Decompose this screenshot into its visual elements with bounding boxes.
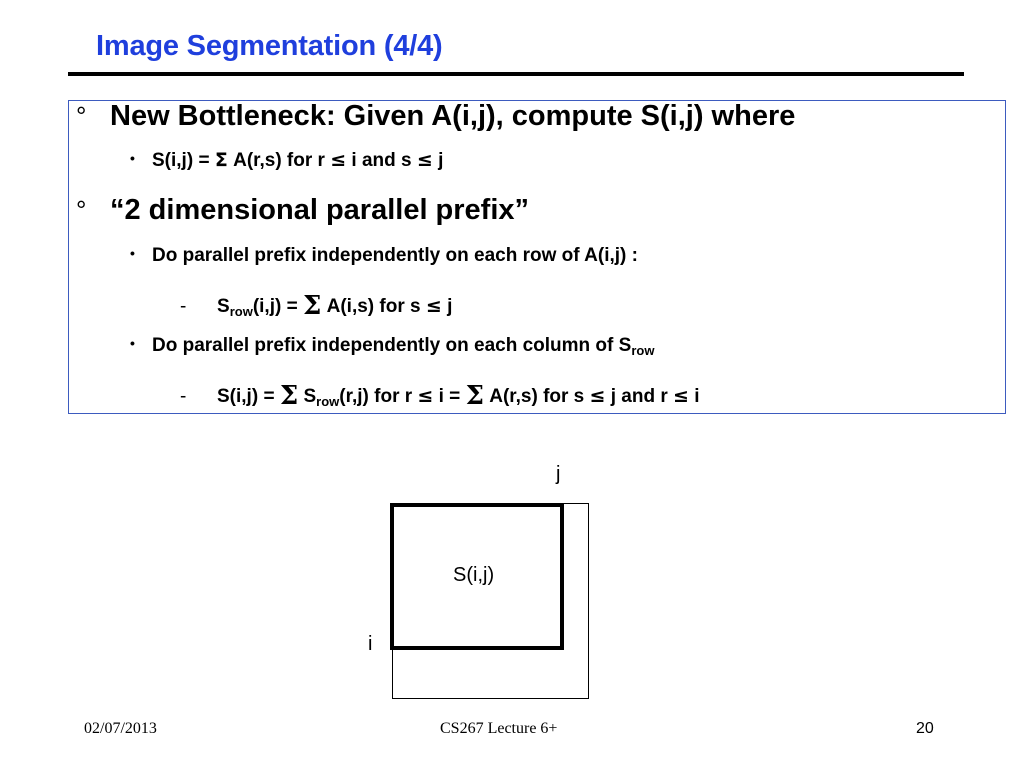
bullet-2-subsub-1: - Srow(i,j) = Σ A(i,s) for s ≤ j (180, 291, 452, 321)
content-box (68, 100, 1006, 414)
dash-marker: - (180, 296, 187, 317)
i-axis-label: i (368, 633, 373, 655)
bullet-2-subsub-2: - S(i,j) = Σ Srow(r,j) for r ≤ i = Σ A(r,… (180, 381, 700, 411)
dash-marker: - (180, 386, 187, 407)
sub-bullet-marker: • (130, 335, 135, 351)
bullet-marker: ° (76, 101, 87, 131)
subscript-row: row (631, 343, 655, 358)
formula-part: S (217, 296, 230, 317)
prefix-region-rect (390, 503, 564, 650)
formula-part: A(r,s) for s (483, 386, 590, 407)
footer-date: 02/07/2013 (84, 720, 157, 737)
le-symbol: ≤ (416, 149, 433, 171)
sub-bullet-marker: • (130, 245, 135, 261)
bullet-2-sub-1-text: Do parallel prefix independently on each… (152, 245, 638, 266)
sigma-symbol: Σ (279, 381, 299, 411)
sub-bullet-marker: • (130, 150, 135, 166)
le-symbol: ≤ (417, 385, 434, 407)
le-symbol: ≤ (673, 385, 689, 407)
bullet-1-sub-1: • S(i,j) = Σ A(r,s) for r ≤ i and s ≤ j (130, 149, 443, 172)
formula-part: i and s (346, 150, 417, 171)
bullet-1: ° New Bottleneck: Given A(i,j), compute S… (76, 100, 795, 133)
formula-part: j (441, 296, 453, 317)
formula-part: (r,j) for r (339, 386, 418, 407)
bullet-2-sub-2: • Do parallel prefix independently on eac… (130, 335, 654, 358)
subscript-row: row (316, 394, 340, 409)
le-symbol: ≤ (589, 385, 606, 407)
formula-part: i (688, 386, 700, 407)
slide-title: Image Segmentation (4/4) (96, 30, 443, 62)
formula-part: S(i,j) = (217, 386, 280, 407)
le-symbol: ≤ (330, 149, 347, 171)
formula-part: S (298, 386, 317, 407)
prefix-region-label: S(i,j) (453, 564, 495, 586)
j-axis-label: j (556, 463, 561, 485)
bullet-2-sub-2-text: Do parallel prefix independently on each… (152, 335, 632, 356)
bullet-2-text: “2 dimensional parallel prefix” (110, 194, 530, 226)
formula-part: A(r,s) for r (227, 150, 331, 171)
bullet-2-sub-1: • Do parallel prefix independently on eac… (130, 245, 638, 267)
bullet-marker: ° (76, 195, 87, 225)
footer-course: CS267 Lecture 6+ (440, 720, 558, 737)
le-symbol: ≤ (425, 295, 442, 317)
bullet-1-text: New Bottleneck: Given A(i,j), compute S(… (110, 100, 796, 132)
subscript-row: row (229, 304, 253, 319)
formula-part: (i,j) = (252, 296, 303, 317)
footer-page-number: 20 (916, 720, 934, 737)
outer-matrix-rect (392, 503, 589, 699)
bullet-2: ° “2 dimensional parallel prefix” (76, 194, 529, 227)
sigma-symbol: Σ (465, 381, 484, 411)
formula-part: A(i,s) for s (321, 296, 426, 317)
title-rule (68, 72, 964, 76)
formula-part: j (432, 150, 444, 171)
formula-part: i = (433, 386, 466, 407)
formula-part: j and r (605, 386, 674, 407)
sigma-symbol: Σ (214, 149, 228, 171)
formula-part: S(i,j) = (152, 150, 215, 171)
sigma-symbol: Σ (302, 291, 322, 321)
